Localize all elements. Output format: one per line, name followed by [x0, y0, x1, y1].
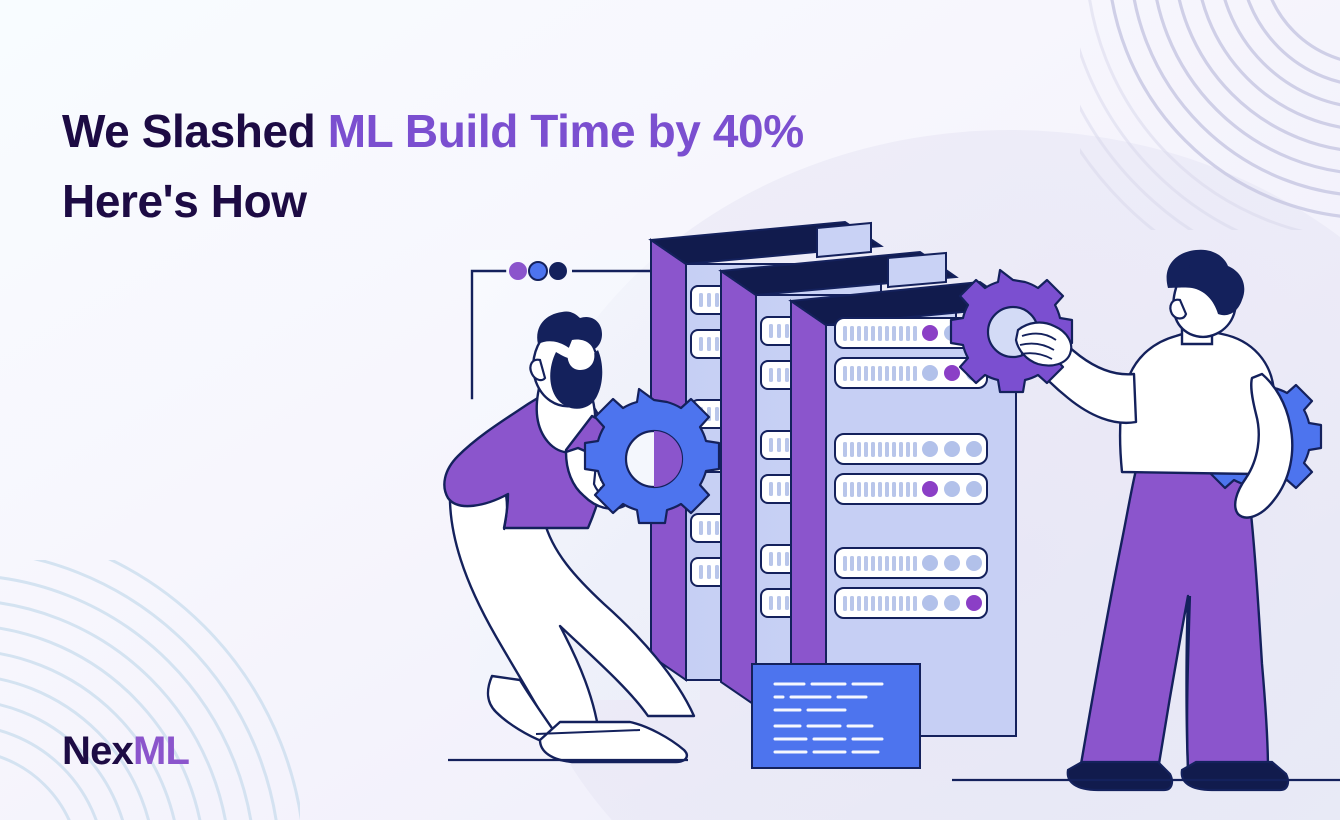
rack-led-idle: [922, 595, 938, 611]
rack-slot: [834, 587, 988, 619]
logo-part-ml: ML: [132, 729, 190, 773]
rack-led-idle: [922, 441, 938, 457]
rack-led-idle: [966, 481, 982, 497]
rack-led-idle: [944, 555, 960, 571]
code-terminal-panel: [751, 663, 921, 769]
rack-led-idle: [922, 555, 938, 571]
title-line-two: Here's How: [62, 174, 307, 227]
brand-logo[interactable]: NexML: [62, 729, 190, 774]
right-engineer-arm-back: [1234, 372, 1294, 519]
rack-led-idle: [922, 365, 938, 381]
rack-slot: [834, 317, 988, 349]
rack-led-active: [966, 595, 982, 611]
right-engineer-shoe-left: [1066, 760, 1174, 792]
right-engineer-pants: [1078, 468, 1270, 772]
status-dot-purple: [509, 262, 527, 280]
rack-led-idle: [944, 595, 960, 611]
left-engineer-shoe-front: [538, 720, 688, 764]
left-engineer-pants: [448, 464, 696, 744]
engineer-standing-right: [949, 249, 1323, 792]
rack-led-active: [944, 365, 960, 381]
rack-led-active: [922, 325, 938, 341]
status-indicator-group: [470, 261, 660, 400]
engineer-kneeling-left: [443, 311, 721, 764]
logo-part-nex: Nex: [62, 729, 134, 773]
ground-lines: [448, 758, 1340, 782]
right-engineer-shirt: [1118, 330, 1276, 476]
right-engineer-shoe-right: [1180, 760, 1290, 792]
right-engineer-ear: [1169, 298, 1188, 320]
left-engineer-ear: [529, 358, 547, 382]
rack-led-idle: [944, 481, 960, 497]
rack-led-idle: [944, 441, 960, 457]
status-dot-navy: [549, 262, 567, 280]
gear-icon-blue-left: [583, 387, 721, 525]
rack-led-idle: [966, 555, 982, 571]
rack-led-active: [922, 481, 938, 497]
rack-slot: [834, 433, 988, 465]
right-engineer-hair: [1166, 249, 1245, 316]
title-plain-part: We Slashed: [62, 104, 328, 157]
server-rack-front: [788, 280, 1019, 738]
page-title: We Slashed ML Build Time by 40% Here's H…: [62, 97, 1042, 237]
bracket-line: [470, 269, 507, 400]
title-accent-part: ML Build Time by 40%: [327, 104, 804, 157]
rack-slot: [834, 473, 988, 505]
rack-slot: [834, 547, 988, 579]
status-dot-blue: [528, 261, 548, 281]
rack-led-idle: [966, 441, 982, 457]
left-engineer-shoe-back: [486, 674, 562, 744]
